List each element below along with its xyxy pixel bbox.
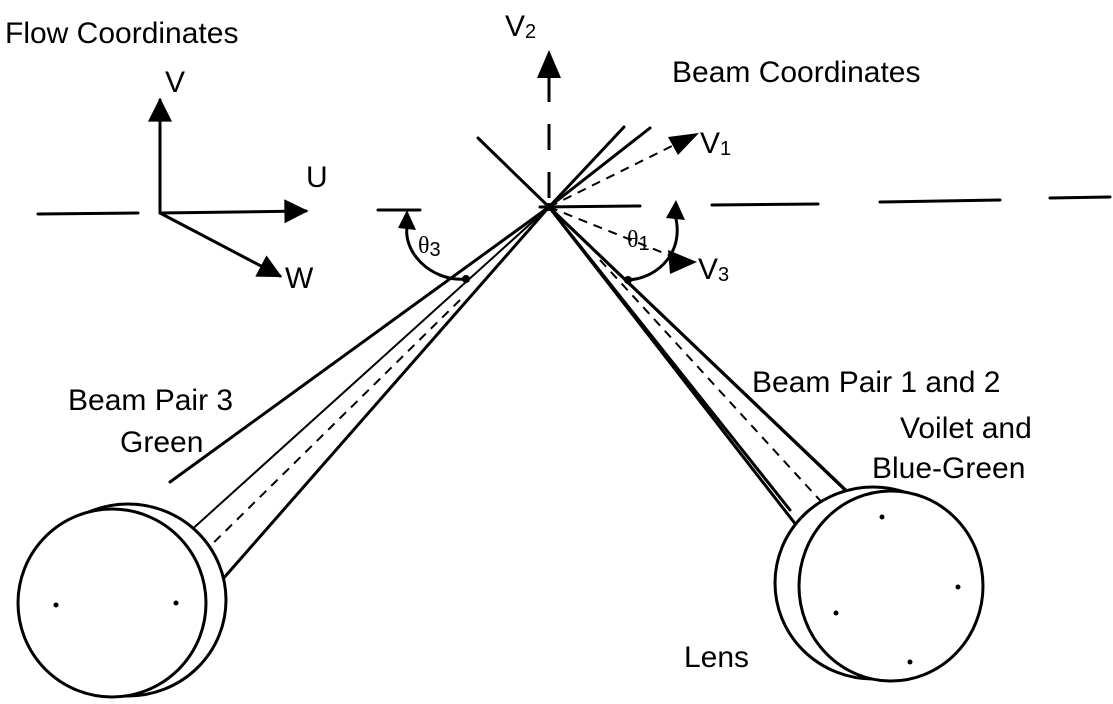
flow-u-axis-arrow xyxy=(158,199,309,224)
flow-w-axis-label: W xyxy=(285,262,314,295)
angle-theta1: θ1 xyxy=(624,200,685,284)
flow-coordinates-title: Flow Coordinates xyxy=(5,17,238,50)
theta1-arrowhead-icon xyxy=(666,200,685,220)
beam-pair-1-2: Beam Pair 1 and 2 Voilet and Blue-Green xyxy=(547,205,1032,550)
lens-label: Lens xyxy=(684,641,749,674)
beam-crossing-lines xyxy=(476,125,652,209)
left-lens-icon xyxy=(16,502,228,699)
theta3-label: θ3 xyxy=(418,233,441,261)
beam-coordinates-group: Beam Coordinates V2 V1 V3 xyxy=(505,10,920,286)
theta3-arrowhead-icon xyxy=(398,210,416,230)
flow-u-axis-label: U xyxy=(306,161,328,194)
horizontal-reference-line xyxy=(36,195,1112,216)
v3-arrowhead-icon xyxy=(668,250,697,274)
beam-pair-1-2-color-2: Blue-Green xyxy=(872,452,1025,485)
v2-label: V2 xyxy=(505,10,536,43)
beam-pair-3: Beam Pair 3 Green xyxy=(68,205,551,582)
v3-axis-dashed xyxy=(548,206,677,259)
beam-pair-1-2-label: Beam Pair 1 and 2 xyxy=(752,366,1000,399)
theta1-label: θ1 xyxy=(627,227,650,255)
v2-arrowhead-icon xyxy=(537,50,561,78)
flow-w-axis-arrow xyxy=(158,211,283,278)
right-lens-icon xyxy=(773,485,985,683)
beam-pair-3-color: Green xyxy=(120,426,203,459)
angle-theta3: θ3 xyxy=(398,210,470,283)
beam-coordinates-title: Beam Coordinates xyxy=(672,56,920,89)
beam-pair-1-2-color-1: Voilet and xyxy=(900,412,1032,445)
focal-point xyxy=(545,203,553,211)
v1-axis-dashed xyxy=(548,140,683,208)
flow-coordinates-group: Flow Coordinates V U W xyxy=(5,17,328,295)
beam-pair-3-label: Beam Pair 3 xyxy=(68,384,233,417)
flow-v-axis-label: V xyxy=(165,66,185,99)
v3-label: V3 xyxy=(698,253,729,286)
v1-arrowhead-icon xyxy=(668,133,699,155)
v1-label: V1 xyxy=(700,127,731,160)
